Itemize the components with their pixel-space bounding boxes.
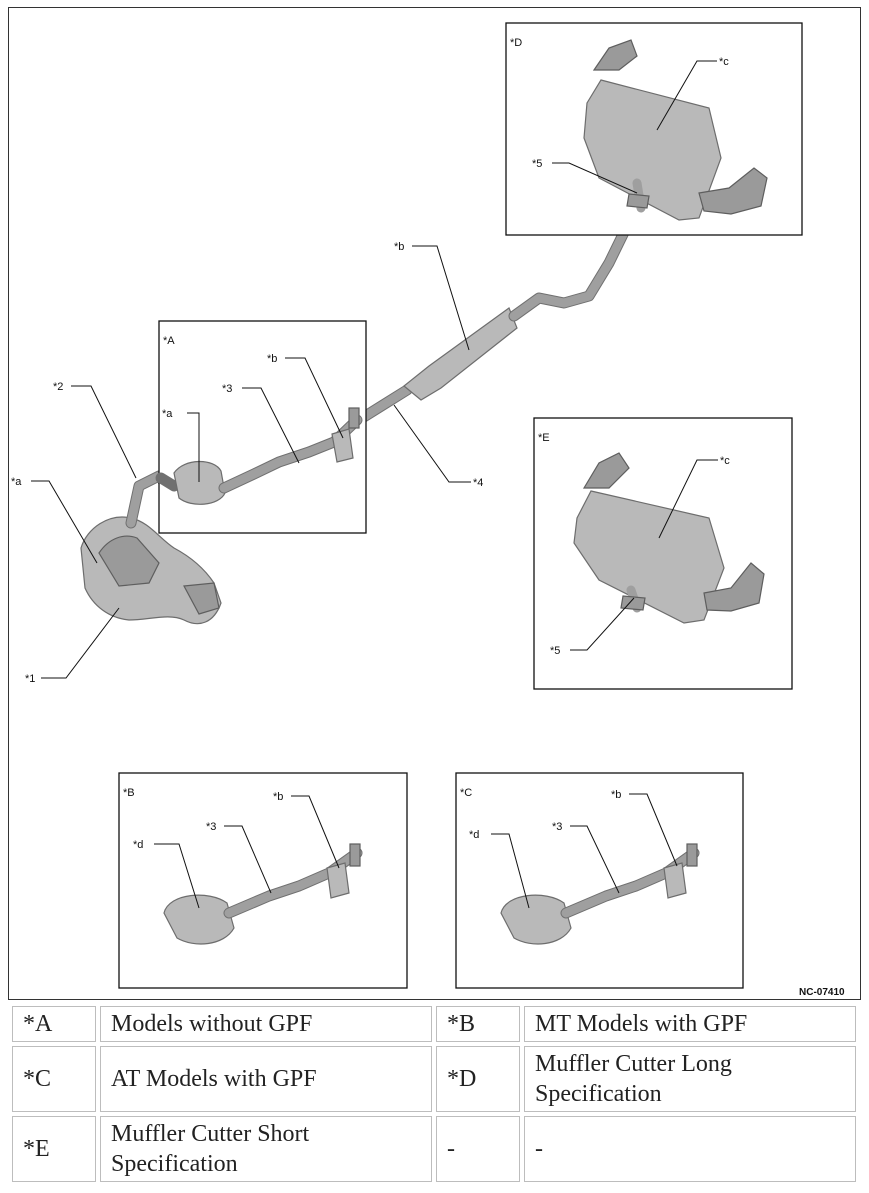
figure-code: NC-07410 xyxy=(799,987,845,998)
box-c xyxy=(455,772,744,989)
callout-d-c: *d xyxy=(469,829,479,841)
legend-desc: Muffler Cutter Short Specification xyxy=(100,1116,432,1182)
legend-row: *C AT Models with GPF *D Muffler Cutter … xyxy=(12,1046,856,1112)
box-c-parts xyxy=(500,843,700,945)
muffler-short xyxy=(573,452,765,624)
box-label-e: *E xyxy=(538,432,550,444)
callout-1: *1 xyxy=(25,673,35,685)
callout-2: *2 xyxy=(53,381,63,393)
callout-d-b: *d xyxy=(133,839,143,851)
callout-5-long: *5 xyxy=(532,158,542,170)
legend-desc: Muffler Cutter Long Specification xyxy=(524,1046,856,1112)
legend-key: *D xyxy=(436,1046,520,1112)
callout-c-long: *c xyxy=(719,56,729,68)
diagram-canvas: *A *D *E *B *C *a *2 *1 *a *3 *b *b *4 *… xyxy=(11,22,845,998)
box-label-c: *C xyxy=(460,787,472,799)
callout-a-catalyst: *a xyxy=(162,408,173,420)
callout-b-c: *b xyxy=(611,789,621,801)
exhaust-system-diagram: *A *D *E *B *C *a *2 *1 *a *3 *b *b *4 *… xyxy=(8,7,861,1000)
box-a-parts xyxy=(155,407,363,505)
legend-key: *B xyxy=(436,1006,520,1042)
leader-lines xyxy=(31,60,718,909)
callout-a-manifold: *a xyxy=(11,476,22,488)
callout-3-c: *3 xyxy=(552,821,562,833)
legend-desc: - xyxy=(524,1116,856,1182)
legend-row: *E Muffler Cutter Short Specification - … xyxy=(12,1116,856,1182)
callout-b-main: *b xyxy=(267,353,277,365)
callout-3-main: *3 xyxy=(222,383,232,395)
legend-desc: Models without GPF xyxy=(100,1006,432,1042)
legend-key: *E xyxy=(12,1116,96,1182)
callout-5-short: *5 xyxy=(550,645,560,657)
box-label-a: *A xyxy=(163,335,175,347)
box-label-d: *D xyxy=(510,37,522,49)
legend-desc: MT Models with GPF xyxy=(524,1006,856,1042)
box-b xyxy=(118,772,408,989)
legend-table: *A Models without GPF *B MT Models with … xyxy=(8,1002,860,1186)
legend-row: *A Models without GPF *B MT Models with … xyxy=(12,1006,856,1042)
legend-desc: AT Models with GPF xyxy=(100,1046,432,1112)
callout-3-b: *3 xyxy=(206,821,216,833)
box-label-b: *B xyxy=(123,787,135,799)
legend-key: - xyxy=(436,1116,520,1182)
legend-key: *C xyxy=(12,1046,96,1112)
callout-c-short: *c xyxy=(720,455,730,467)
callout-b-center: *b xyxy=(394,241,404,253)
callout-4: *4 xyxy=(473,477,483,489)
legend-key: *A xyxy=(12,1006,96,1042)
callout-b-b: *b xyxy=(273,791,283,803)
